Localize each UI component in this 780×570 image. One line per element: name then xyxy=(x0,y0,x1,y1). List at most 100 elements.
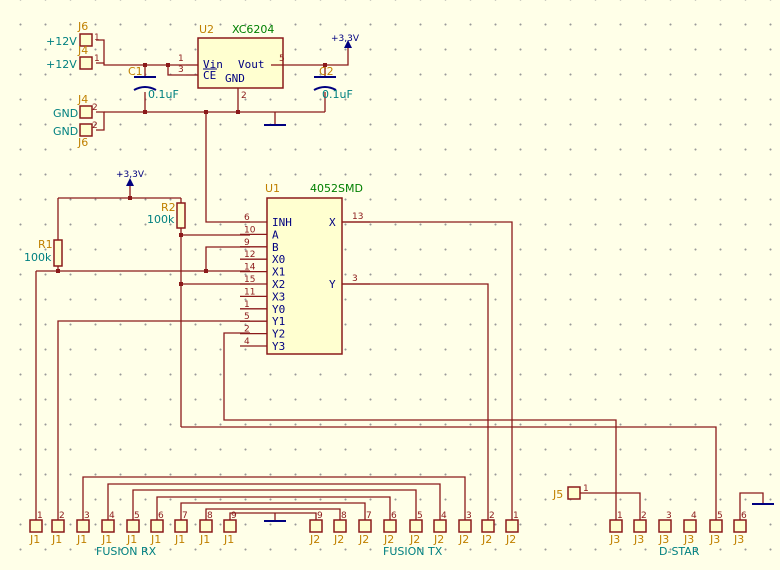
pin-number: 6 xyxy=(158,511,164,521)
connector-j6-top[interactable]: J6 1 +12V xyxy=(46,20,100,48)
connector-ref: J2 xyxy=(358,533,369,546)
pin-number: 2 xyxy=(489,511,495,521)
u1-pin-name: B xyxy=(272,241,279,254)
bottom-connectors: 1J12J13J14J15J16J17J18J19J11J22J23J24J25… xyxy=(29,511,747,546)
connector-j2-pin[interactable]: 9J2 xyxy=(309,511,323,546)
u1-pin-name: Y3 xyxy=(272,340,285,353)
pin-number: 2 xyxy=(92,103,98,113)
connector-j1-pin[interactable]: 4J1 xyxy=(101,511,115,546)
pin-number: 4 xyxy=(109,511,115,521)
connector-j6-gnd[interactable]: J6 2 GND xyxy=(53,121,98,149)
pin-number: 1 xyxy=(178,54,184,64)
connector-j2-pin[interactable]: 5J2 xyxy=(409,511,423,546)
connector-ref: J2 xyxy=(458,533,469,546)
pin-number: 2 xyxy=(641,511,647,521)
resistor-r2[interactable]: R2 100k xyxy=(147,201,186,229)
connector-j1-pin[interactable]: 2J1 xyxy=(51,511,65,546)
connector-j2-pin[interactable]: 8J2 xyxy=(333,511,347,546)
connector-ref: J1 xyxy=(51,533,62,546)
pin-number: 1 xyxy=(513,511,519,521)
connector-j3-pin[interactable]: 3J3 xyxy=(658,511,672,546)
connector-j2-pin[interactable]: 7J2 xyxy=(358,511,372,546)
connector-ref: J1 xyxy=(76,533,87,546)
capacitor-c2[interactable]: C2 0.1uF xyxy=(313,65,353,101)
pin-number: 1 xyxy=(617,511,623,521)
connector-j2-pin[interactable]: 3J2 xyxy=(458,511,472,546)
connector-j4-top[interactable]: J4 1 +12V xyxy=(46,44,100,71)
connector-j1-pin[interactable]: 8J1 xyxy=(199,511,213,546)
connector-ref: J4 xyxy=(77,93,88,106)
connector-ref: J6 xyxy=(77,136,88,149)
u1-pin-number: 4 xyxy=(244,337,250,347)
net-label: GND xyxy=(53,107,78,120)
power-symbols: +3,3V +3,3V xyxy=(116,34,774,522)
connector-j2-pin[interactable]: 4J2 xyxy=(433,511,447,546)
u1-pin-name: INH xyxy=(272,216,292,229)
pin-number: 2 xyxy=(59,511,65,521)
connector-j1-pin[interactable]: 7J1 xyxy=(174,511,188,546)
capacitor-c1[interactable]: C1 0.1uF xyxy=(128,65,179,101)
connector-ref: J3 xyxy=(709,533,720,546)
resistor-r1[interactable]: R1 100k xyxy=(24,235,63,267)
connector-ref: J2 xyxy=(333,533,344,546)
vcc-symbol xyxy=(126,178,134,186)
component-ref: U1 xyxy=(265,182,280,195)
pin-number: 8 xyxy=(207,511,213,521)
connector-j3-pin[interactable]: 6J3 xyxy=(733,511,747,546)
component-value: 100k xyxy=(147,213,175,226)
pin-number: 3 xyxy=(466,511,472,521)
mux-u1[interactable]: U1 4052SMD INH6A10B9X012X114X215X311Y01Y… xyxy=(240,182,370,355)
pin-number: 5 xyxy=(279,54,285,64)
connector-ref: J1 xyxy=(101,533,112,546)
connector-j2-pin[interactable]: 6J2 xyxy=(383,511,397,546)
vcc-label: +3,3V xyxy=(331,34,360,44)
connector-j2-pin[interactable]: 1J2 xyxy=(505,511,519,546)
connector-j1-pin[interactable]: 5J1 xyxy=(126,511,140,546)
vcc-symbol xyxy=(344,40,352,48)
group-label-fusion-tx: FUSION TX xyxy=(383,545,443,558)
pin-number: 9 xyxy=(231,511,237,521)
pin-number: 6 xyxy=(391,511,397,521)
connector-j2-pin[interactable]: 2J2 xyxy=(481,511,495,546)
connector-ref: J6 xyxy=(77,20,88,33)
u1-pin-number: 6 xyxy=(244,213,250,223)
connector-ref: J3 xyxy=(658,533,669,546)
connector-ref: J2 xyxy=(309,533,320,546)
connector-j3-pin[interactable]: 5J3 xyxy=(709,511,723,546)
u1-pin-number: 11 xyxy=(244,287,255,297)
connector-ref: J1 xyxy=(223,533,234,546)
pin-number: 1 xyxy=(37,511,43,521)
connector-j3-pin[interactable]: 1J3 xyxy=(609,511,623,546)
u1-pin-name: X xyxy=(329,216,336,229)
connector-j4-gnd[interactable]: J4 2 GND xyxy=(53,93,98,120)
connector-j1-pin[interactable]: 1J1 xyxy=(29,511,43,546)
connector-j5[interactable]: J5 1 xyxy=(552,484,589,501)
pin-name: GND xyxy=(225,72,245,85)
connector-j3-pin[interactable]: 2J3 xyxy=(633,511,647,546)
pin-number: 3 xyxy=(84,511,90,521)
pin-number: 4 xyxy=(441,511,447,521)
connector-j3-pin[interactable]: 4J3 xyxy=(683,511,697,546)
regulator-u2[interactable]: 1 3 5 2 Vin CE Vout GND U2 XC6204 xyxy=(178,23,285,101)
connector-ref: J5 xyxy=(552,488,563,501)
connector-ref: J1 xyxy=(126,533,137,546)
u1-pin-name: X1 xyxy=(272,266,285,279)
connector-j1-pin[interactable]: 9J1 xyxy=(223,511,237,546)
component-ref: R2 xyxy=(161,201,176,214)
net-label: GND xyxy=(53,125,78,138)
pin-number: 5 xyxy=(134,511,140,521)
u1-pin-name: X2 xyxy=(272,278,285,291)
u1-pin-number: 5 xyxy=(244,312,250,322)
component-ref: U2 xyxy=(199,23,214,36)
u1-pin-name: Y1 xyxy=(272,315,285,328)
connector-j1-pin[interactable]: 3J1 xyxy=(76,511,90,546)
net-label: +12V xyxy=(46,58,77,71)
u1-pin-number: 10 xyxy=(244,225,256,235)
u1-pin-name: A xyxy=(272,228,279,241)
component-value: 0.1uF xyxy=(322,88,353,101)
connector-j1-pin[interactable]: 6J1 xyxy=(150,511,164,546)
group-label-fusion-rx: FUSION RX xyxy=(96,545,157,558)
connector-ref: J3 xyxy=(633,533,644,546)
pin-number: 5 xyxy=(717,511,723,521)
